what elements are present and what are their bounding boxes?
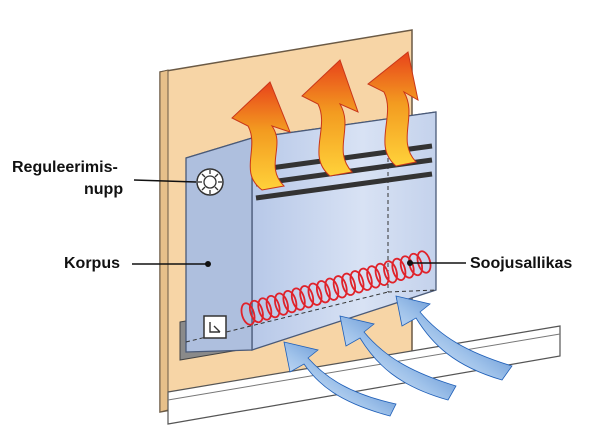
- coil-loop: [391, 257, 407, 282]
- coil-loop: [282, 289, 298, 314]
- dial-icon[interactable]: [196, 168, 224, 196]
- hidden-edges: [185, 130, 437, 343]
- wall-edge: [159, 69, 169, 413]
- coil-loop: [248, 299, 264, 324]
- coil-loop: [383, 260, 398, 284]
- cold-air-arrow-1: [283, 341, 397, 417]
- cold-air-arrow-3: [395, 295, 513, 381]
- callout-dots: [205, 260, 413, 267]
- coil-loop: [307, 282, 323, 306]
- coil-loop: [299, 285, 315, 309]
- coil-loop: [341, 272, 357, 296]
- coil-loop: [257, 297, 273, 321]
- coil-loop: [357, 267, 373, 291]
- plug-icon: [203, 315, 227, 339]
- warm-air-arrow-2: [301, 59, 359, 177]
- coil-loop: [374, 262, 390, 287]
- callout-line-knob: [133, 179, 197, 183]
- cold-air-arrow-2: [339, 315, 457, 401]
- coil-loop: [240, 302, 256, 326]
- warm-air-arrows: [231, 51, 419, 191]
- coil-loop: [332, 275, 348, 299]
- coil-loop: [349, 270, 365, 294]
- coil-loop: [315, 280, 331, 304]
- warm-air-arrow-3: [367, 51, 419, 167]
- housing-label: Korpus: [64, 255, 120, 272]
- control-knob-label-line1: Reguleerimis-: [12, 159, 118, 176]
- coil-loop: [399, 255, 415, 279]
- coil-loop: [290, 287, 306, 311]
- coil-loop: [324, 277, 340, 301]
- coil-loop: [366, 265, 382, 289]
- callout-lines: [132, 179, 466, 265]
- coil-loop: [265, 294, 281, 319]
- heat-source-label: Soojusallikas: [470, 255, 573, 272]
- warm-air-arrow-1: [231, 81, 291, 191]
- coil-loop: [274, 292, 289, 316]
- control-knob-label-line2: nupp: [84, 181, 124, 198]
- cold-air-arrows: [283, 295, 513, 417]
